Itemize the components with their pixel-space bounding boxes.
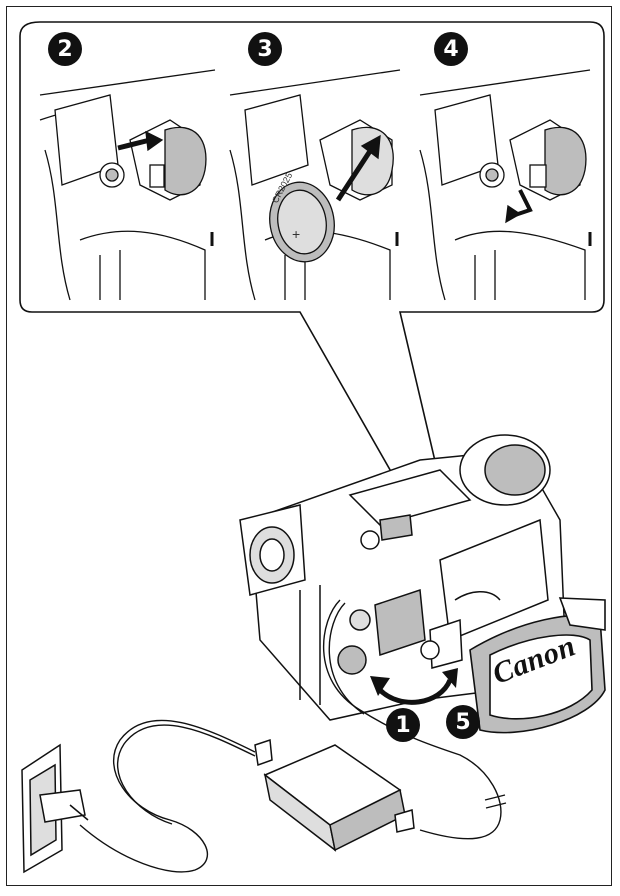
- wall-outlet: [21, 743, 89, 874]
- illustration-frame: [6, 6, 612, 886]
- panel-edge-marks: [210, 232, 592, 246]
- power-cord: [79, 719, 256, 873]
- arrow-2: [117, 137, 151, 151]
- panel-step-4: [419, 69, 591, 301]
- step-4-badge: 4: [434, 32, 468, 66]
- rotation-arrow-head-right: [442, 668, 458, 688]
- step-5-badge: 5: [446, 705, 480, 739]
- hand-strap: [469, 597, 606, 734]
- ac-adapter: [254, 738, 415, 852]
- panel-step-2: [39, 69, 216, 301]
- dc-cable: [322, 599, 507, 840]
- arrow-3: [335, 146, 375, 202]
- open-battery-cover: [374, 588, 426, 657]
- step-2-badge: 2: [48, 32, 82, 66]
- battery-cover-3: [244, 94, 309, 186]
- step-3-badge: 3: [248, 32, 282, 66]
- step-1-badge: 1: [386, 708, 420, 742]
- battery-polarity: +: [292, 226, 301, 242]
- rotation-arrow: [378, 678, 453, 705]
- rotation-arrow-head-left: [370, 676, 390, 696]
- panel-step-3: [229, 69, 401, 301]
